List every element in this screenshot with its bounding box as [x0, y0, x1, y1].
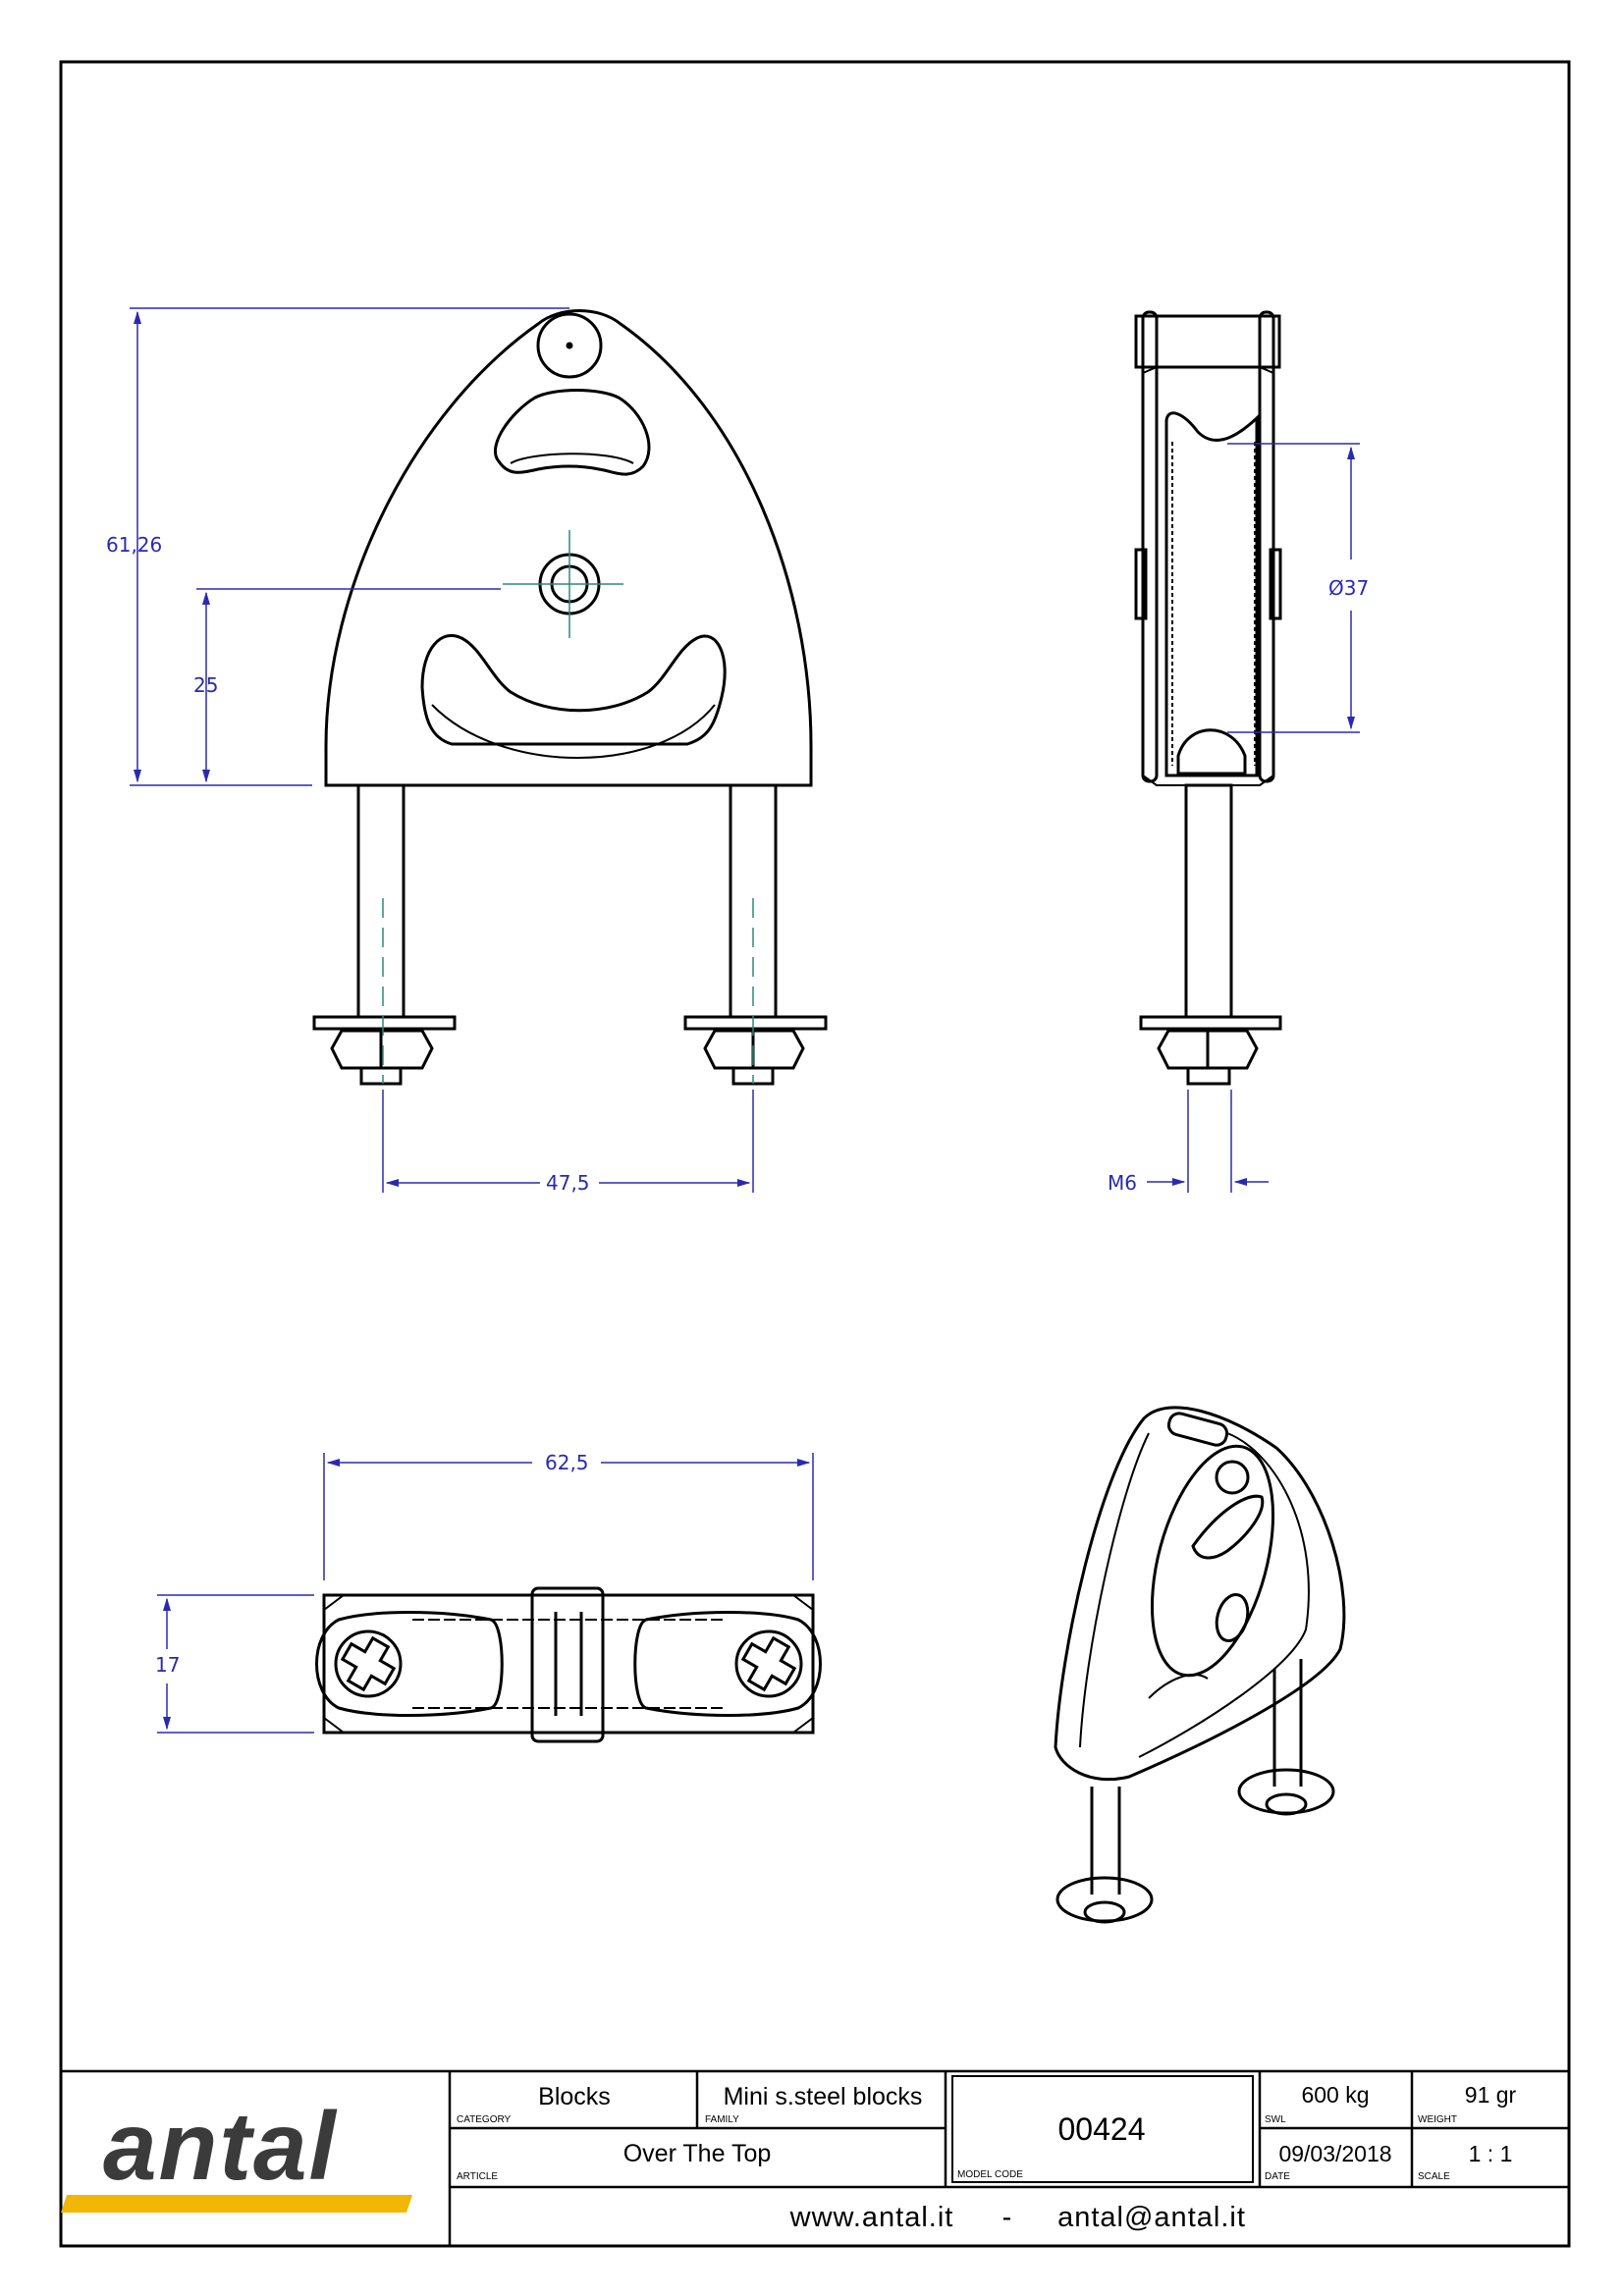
- dimension-overall-height: 61,26: [106, 533, 162, 557]
- left-phillips-head: [340, 1635, 397, 1692]
- right-bolt: [683, 783, 828, 1086]
- category-label: CATEGORY: [457, 2114, 512, 2125]
- weight-value: 91 gr: [1465, 2082, 1517, 2108]
- right-phillips-head: [740, 1635, 797, 1692]
- left-bolt: [312, 783, 457, 1086]
- side-bolt: [1139, 783, 1282, 1086]
- side-view-dimensions: [1147, 443, 1360, 1193]
- dimension-base-width: 17: [155, 1653, 180, 1677]
- sheave-profile: [1164, 411, 1259, 777]
- swl-value: 600 kg: [1301, 2082, 1369, 2108]
- lower-slot: [420, 634, 727, 746]
- side-view: [1134, 310, 1282, 1086]
- right-mount-plate: [633, 1611, 822, 1717]
- dimension-base-length: 62,5: [545, 1451, 589, 1474]
- dimension-sheave-diameter: Ø37: [1328, 576, 1369, 600]
- date-label: DATE: [1265, 2171, 1290, 2182]
- triangular-cheek-plate: [324, 309, 813, 787]
- bottom-view-dimensions: [157, 1453, 814, 1734]
- family-label: FAMILY: [705, 2114, 739, 2125]
- article-label: ARTICLE: [457, 2171, 498, 2182]
- front-view-dimensions: [130, 307, 754, 1193]
- model-code-label: MODEL CODE: [957, 2169, 1023, 2180]
- article-value: Over The Top: [623, 2140, 772, 2167]
- bottom-view: [315, 1586, 822, 1743]
- upper-slot: [493, 389, 651, 476]
- isometric-view: [1054, 1406, 1346, 1924]
- model-code-value: 00424: [1058, 2111, 1146, 2147]
- dimension-bolt-spacing: 47,5: [546, 1171, 590, 1195]
- dimension-thread: M6: [1108, 1171, 1137, 1195]
- website-link[interactable]: www.antal.it: [789, 2202, 954, 2233]
- scale-label: SCALE: [1418, 2171, 1450, 2182]
- title-block: [59, 2069, 1571, 2248]
- left-mount-plate: [315, 1611, 504, 1717]
- dimension-axle-height: 25: [193, 673, 218, 697]
- scale-value: 1 : 1: [1469, 2141, 1513, 2166]
- sheet-border: [59, 60, 1571, 2248]
- weight-label: WEIGHT: [1418, 2114, 1457, 2125]
- top-pin-circle: [536, 312, 603, 379]
- front-view: [312, 309, 828, 1086]
- date-value: 09/03/2018: [1278, 2141, 1391, 2166]
- email-link[interactable]: antal@antal.it: [1057, 2202, 1246, 2233]
- brand-logo: antal: [103, 2092, 338, 2200]
- brand-logo-stripe: [61, 2195, 412, 2213]
- swl-label: SWL: [1265, 2114, 1286, 2125]
- footer-separator: -: [1002, 2202, 1013, 2233]
- category-value: Blocks: [538, 2083, 611, 2110]
- family-value: Mini s.steel blocks: [724, 2083, 923, 2110]
